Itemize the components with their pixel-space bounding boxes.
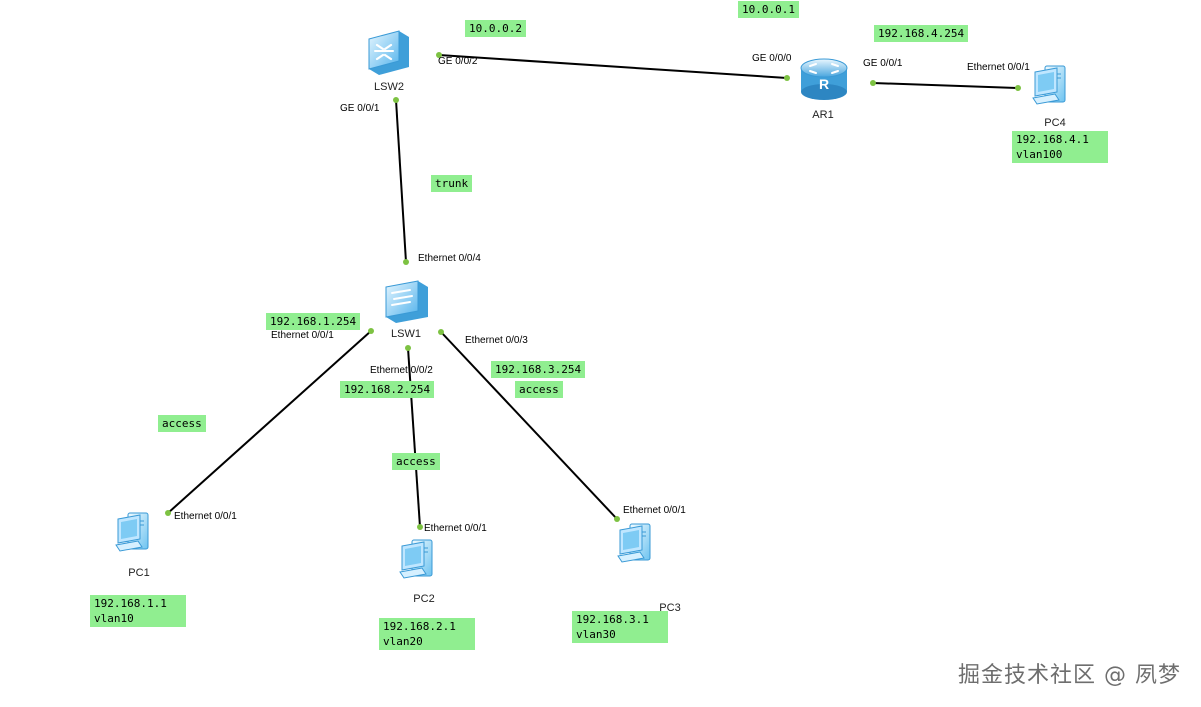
l3-switch-icon [368, 30, 409, 75]
device-label: PC1 [128, 567, 149, 579]
lsw2-device[interactable]: LSW2 [368, 30, 409, 93]
watermark: 掘金技术社区 @ 夙梦 [958, 663, 1181, 688]
port-labels: GE 0/0/2 GE 0/0/1 GE 0/0/0 GE 0/0/1 Ethe… [174, 53, 1030, 534]
port-dot [438, 329, 444, 335]
port-dot [614, 516, 620, 522]
port-label: Ethernet 0/0/1 [271, 330, 334, 341]
note-vlanif30: 192.168.3.254 [491, 361, 586, 378]
pc-icon [1032, 65, 1066, 105]
port-label: GE 0/0/0 [752, 53, 792, 64]
port-label: GE 0/0/2 [438, 56, 478, 67]
link-lsw2-lsw1 [395, 99, 407, 263]
port-label: Ethernet 0/0/1 [174, 511, 237, 522]
device-label: AR1 [812, 109, 833, 121]
port-dots [165, 52, 1021, 530]
note-access3: access [515, 381, 563, 398]
note-vlanif20: 192.168.2.254 [340, 381, 435, 398]
svg-text:R: R [819, 76, 829, 92]
port-dot [405, 345, 411, 351]
note-trunk: trunk [431, 175, 473, 192]
device-label: PC4 [1044, 117, 1065, 129]
note-pc1-info: 192.168.1.1 vlan10 [90, 595, 186, 627]
port-label: Ethernet 0/0/1 [424, 523, 487, 534]
device-label: LSW1 [391, 328, 421, 340]
ar1-device[interactable]: R AR1 [800, 58, 848, 121]
port-dot [368, 328, 374, 334]
note-pc3-info: 192.168.3.1 vlan30 [572, 611, 668, 643]
port-label: Ethernet 0/0/1 [623, 505, 686, 516]
port-dot [1015, 85, 1021, 91]
lsw1-device[interactable]: LSW1 [385, 280, 428, 340]
link-lsw2-ar1 [438, 54, 788, 79]
port-label: Ethernet 0/0/3 [465, 335, 528, 346]
pc-icon [617, 523, 651, 563]
pc-icon [399, 539, 433, 579]
port-dot [393, 97, 399, 103]
link-lsw1-pc1 [167, 330, 372, 514]
note-vlanif10: 192.168.1.254 [266, 313, 361, 330]
note-lsw2-ip: 10.0.0.2 [465, 20, 526, 37]
port-dot [417, 524, 423, 530]
note-pc2-info: 192.168.2.1 vlan20 [379, 618, 475, 650]
device-label: PC2 [413, 593, 434, 605]
port-dot [403, 259, 409, 265]
port-label: Ethernet 0/0/1 [967, 62, 1030, 73]
links [167, 54, 1019, 528]
port-label: Ethernet 0/0/4 [418, 253, 481, 264]
port-dot [870, 80, 876, 86]
note-pc4-info: 192.168.4.1 vlan100 [1012, 131, 1108, 163]
pc1-device[interactable]: PC1 [115, 512, 150, 579]
port-dot [165, 510, 171, 516]
pc-icon [115, 512, 149, 552]
note-access2: access [392, 453, 440, 470]
link-lsw1-pc2 [407, 347, 421, 528]
port-dot [784, 75, 790, 81]
port-label: GE 0/0/1 [340, 103, 380, 114]
router-icon: R [800, 58, 848, 100]
note-ar1-ip: 10.0.0.1 [738, 1, 799, 18]
device-label: LSW2 [374, 81, 404, 93]
port-label: GE 0/0/1 [863, 58, 903, 69]
pc3-device[interactable]: PC3 [617, 523, 681, 614]
note-ar1-lan-ip: 192.168.4.254 [874, 25, 969, 42]
note-access1: access [158, 415, 206, 432]
switch-icon [385, 280, 428, 323]
pc2-device[interactable]: PC2 [399, 539, 435, 605]
pc4-device[interactable]: PC4 [1032, 65, 1066, 129]
link-lsw1-pc3 [440, 331, 618, 520]
link-ar1-pc4 [872, 82, 1019, 89]
port-label: Ethernet 0/0/2 [370, 365, 433, 376]
port-dot [436, 52, 442, 58]
